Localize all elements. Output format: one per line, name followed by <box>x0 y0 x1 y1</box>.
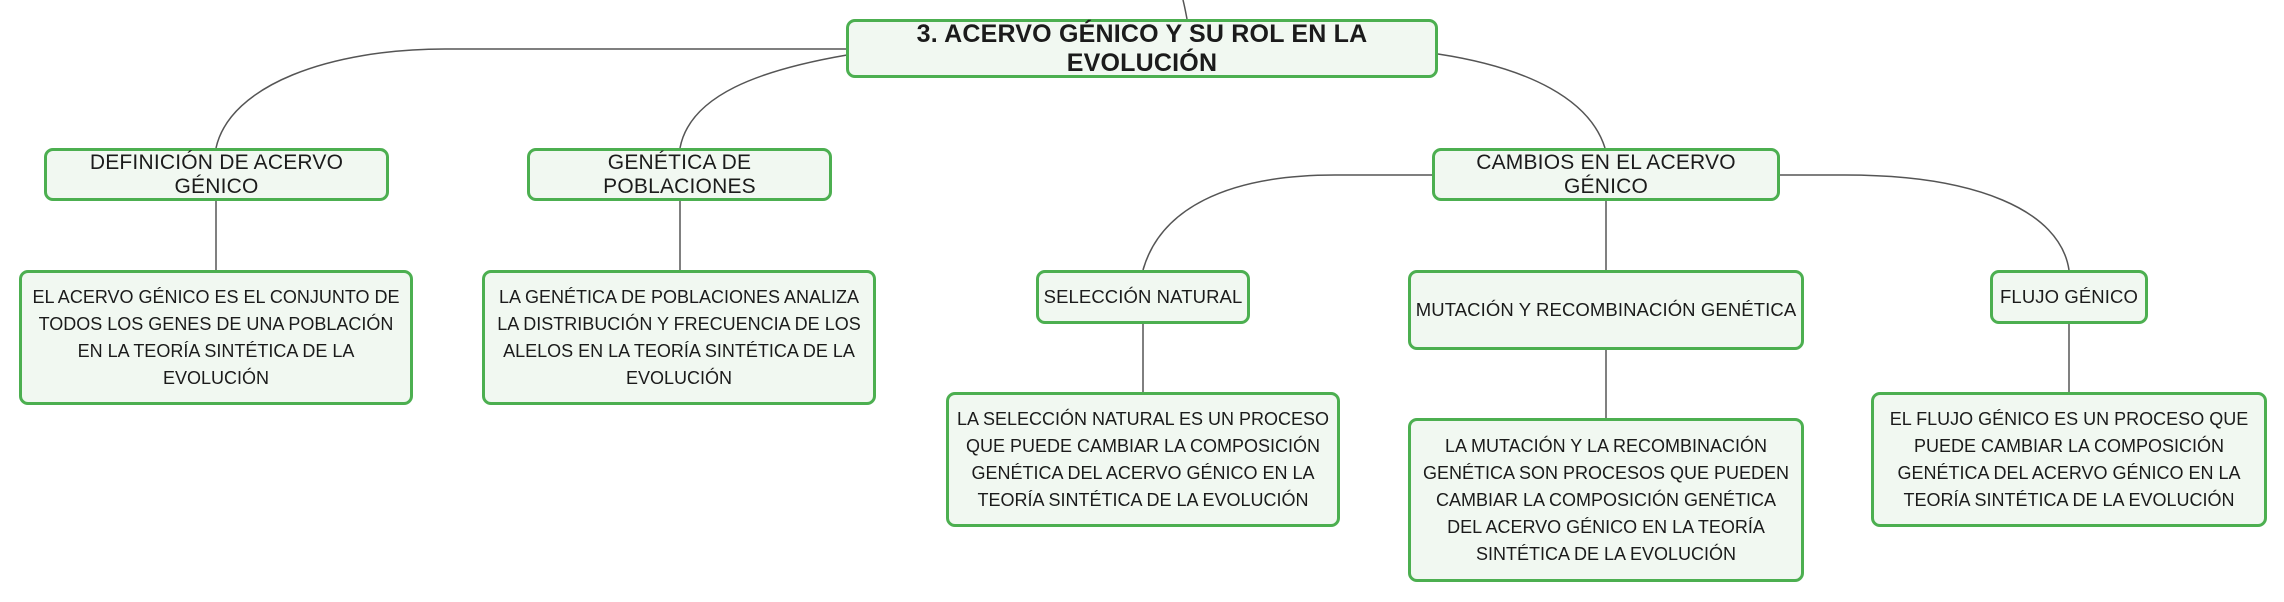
connector-root-to-definicion <box>215 48 847 149</box>
topic-flujo[interactable]: FLUJO GÉNICO <box>1990 270 2148 324</box>
description-mutacion-text: LA MUTACIÓN Y LA RECOMBINACIÓN GENÉTICA … <box>1422 435 1790 564</box>
connector-parent-to-root <box>1182 0 1188 20</box>
connector-cambios-to-seleccion <box>1142 174 1433 271</box>
root-topic-label: 3. ACERVO GÉNICO Y SU ROL EN LA EVOLUCIÓ… <box>916 19 1368 77</box>
description-flujo[interactable]: EL FLUJO GÉNICO ES UN PROCESO QUE PUEDE … <box>1871 392 2267 527</box>
description-genetica[interactable]: LA GENÉTICA DE POBLACIONES ANALIZA LA DI… <box>482 270 876 405</box>
topic-mutacion[interactable]: MUTACIÓN Y RECOMBINACIÓN GENÉTICA <box>1408 270 1804 350</box>
description-genetica-text: LA GENÉTICA DE POBLACIONES ANALIZA LA DI… <box>497 286 861 388</box>
topic-definicion-label: DEFINICIÓN DE ACERVO GÉNICO <box>89 150 344 198</box>
topic-cambios[interactable]: CAMBIOS EN EL ACERVO GÉNICO <box>1432 148 1780 201</box>
connector-cambios-to-flujo <box>1779 174 2070 271</box>
topic-genetica[interactable]: GENÉTICA DE POBLACIONES <box>527 148 832 201</box>
description-definicion[interactable]: EL ACERVO GÉNICO ES EL CONJUNTO DE TODOS… <box>19 270 413 405</box>
topic-seleccion[interactable]: SELECCIÓN NATURAL <box>1036 270 1250 324</box>
topic-mutacion-label: MUTACIÓN Y RECOMBINACIÓN GENÉTICA <box>1415 299 1797 320</box>
connector-root-to-genetica <box>679 54 848 149</box>
description-seleccion-text: LA SELECCIÓN NATURAL ES UN PROCESO QUE P… <box>956 408 1330 510</box>
topic-cambios-label: CAMBIOS EN EL ACERVO GÉNICO <box>1476 150 1736 198</box>
description-mutacion[interactable]: LA MUTACIÓN Y LA RECOMBINACIÓN GENÉTICA … <box>1408 418 1804 582</box>
description-flujo-text: EL FLUJO GÉNICO ES UN PROCESO QUE PUEDE … <box>1889 408 2249 510</box>
topic-definicion[interactable]: DEFINICIÓN DE ACERVO GÉNICO <box>44 148 389 201</box>
description-seleccion[interactable]: LA SELECCIÓN NATURAL ES UN PROCESO QUE P… <box>946 392 1340 527</box>
root-topic[interactable]: 3. ACERVO GÉNICO Y SU ROL EN LA EVOLUCIÓ… <box>846 19 1438 78</box>
topic-flujo-label: FLUJO GÉNICO <box>2000 286 2138 307</box>
topic-genetica-label: GENÉTICA DE POBLACIONES <box>603 150 756 198</box>
description-definicion-text: EL ACERVO GÉNICO ES EL CONJUNTO DE TODOS… <box>32 286 400 388</box>
connector-root-to-cambios <box>1437 53 1606 149</box>
topic-seleccion-label: SELECCIÓN NATURAL <box>1043 286 1243 307</box>
